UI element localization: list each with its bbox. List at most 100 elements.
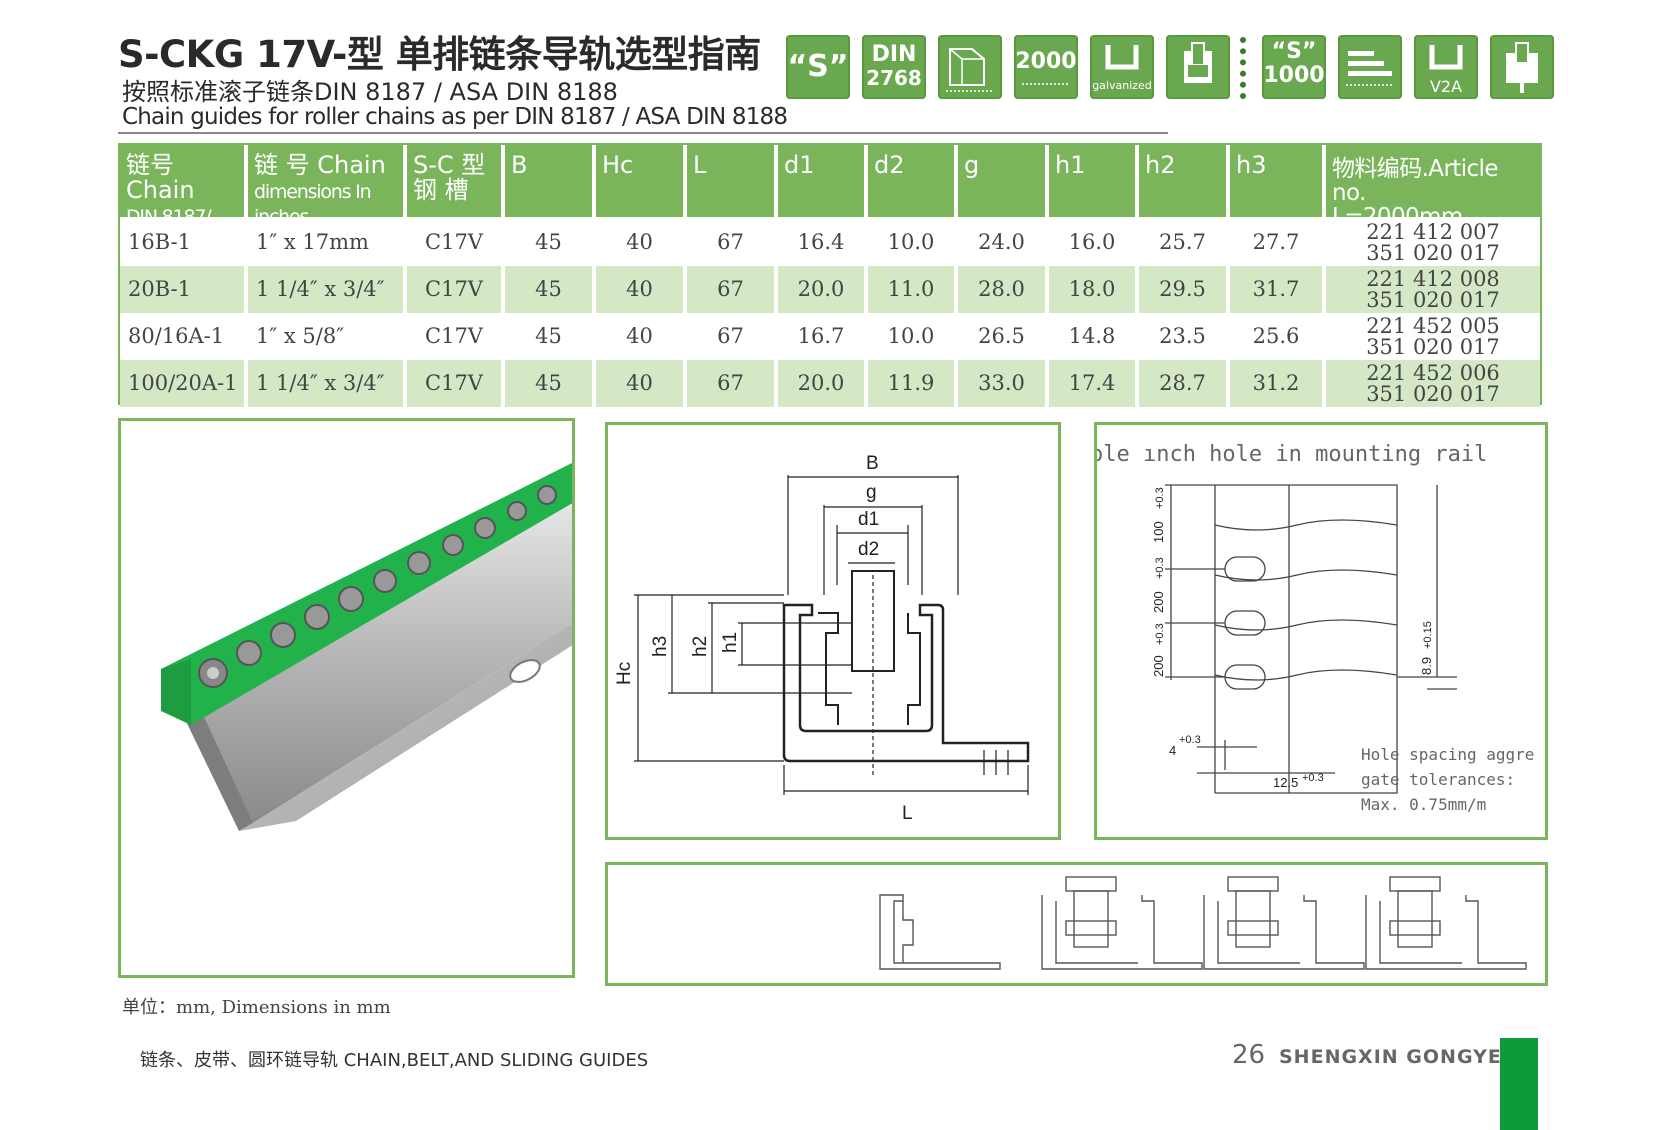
cross-section-drawing: B g d1 d2 Hc h3 h2 h1 L <box>614 453 1030 824</box>
mount-icon <box>1166 35 1230 99</box>
cell-L: 67 <box>687 266 778 313</box>
page-accent-bar <box>1500 1038 1538 1130</box>
tol-200b: +0.3 <box>1154 623 1166 645</box>
header-Hc: Hc <box>596 145 687 217</box>
cell-h1: 14.8 <box>1049 313 1139 360</box>
screw-icon <box>1490 35 1554 99</box>
cell-d2: 10.0 <box>868 313 958 360</box>
dim-200a: 200 <box>1151 591 1166 613</box>
cell-h3: 31.7 <box>1230 266 1326 313</box>
cell-chain: 16B-1 <box>120 219 248 266</box>
mounting-sequence <box>879 876 1527 970</box>
brand-name: SHENGXIN GONGYE <box>1279 1046 1502 1068</box>
unit-note: 单位：mm, Dimensions in mm <box>122 997 391 1018</box>
tol-12-5: +0.3 <box>1302 772 1324 784</box>
header-h3: h3 <box>1230 145 1326 217</box>
dim-100: 100 <box>1151 521 1166 543</box>
cell-B: 45 <box>505 360 596 407</box>
s1000-badge: “S” 1000 <box>1262 35 1326 99</box>
label-h3: h3 <box>650 636 671 657</box>
tolerance-note-3: Max. 0.75mm/m <box>1361 795 1486 814</box>
cell-L: 67 <box>687 313 778 360</box>
header-chain: 链号 ChainDIN 8187/ 8188 <box>120 145 248 217</box>
header-d2: d2 <box>868 145 958 217</box>
cell-chain: 80/16A-1 <box>120 313 248 360</box>
cell-h2: 23.5 <box>1139 313 1230 360</box>
label-Hc: Hc <box>614 662 635 685</box>
header-g: g <box>958 145 1049 217</box>
label-h2: h2 <box>690 636 711 657</box>
chain-links <box>198 485 557 688</box>
cell-B: 45 <box>505 266 596 313</box>
cell-g: 33.0 <box>958 360 1049 407</box>
header-B: B <box>505 145 596 217</box>
tolerance-note-2: gate tolerances: <box>1361 770 1515 789</box>
cell-Hc: 40 <box>596 219 687 266</box>
galvanized-badge: galvanized <box>1090 35 1154 99</box>
tol-200a: +0.3 <box>1154 557 1166 579</box>
cell-inches: 1 1/4″ x 3/4″ <box>248 360 407 407</box>
header-h1: h1 <box>1049 145 1139 217</box>
cell-type: C17V <box>407 219 505 266</box>
cell-L: 67 <box>687 219 778 266</box>
header-L: L <box>687 145 778 217</box>
cross-section-panel: B g d1 d2 Hc h3 h2 h1 L <box>605 422 1061 840</box>
table-row: 80/16A-1 1″ x 5/8″ C17V 45 40 67 16.7 10… <box>120 313 1540 360</box>
cell-L: 67 <box>687 360 778 407</box>
length-badge: 2000 <box>1014 35 1078 99</box>
dim-12-5: 12.5 <box>1273 775 1298 790</box>
cell-B: 45 <box>505 313 596 360</box>
badge-separator <box>1240 37 1252 99</box>
feature-badges: “S” DIN 2768 2000 galvanized “S” 1000 <box>786 35 1606 99</box>
tol-100: +0.3 <box>1154 487 1166 509</box>
label-h1: h1 <box>720 632 741 653</box>
cell-inches: 1″ x 5/8″ <box>248 313 407 360</box>
cell-d2: 11.9 <box>868 360 958 407</box>
cell-d1: 20.0 <box>778 360 868 407</box>
header-type: S-C 型钢 槽 <box>407 145 505 217</box>
header-article: 物料编码.Article no.L=2000mm <box>1326 145 1540 217</box>
subtitle-en: Chain guides for roller chains as per DI… <box>122 104 788 130</box>
cell-Hc: 40 <box>596 360 687 407</box>
header-d1: d1 <box>778 145 868 217</box>
profile-icon <box>938 35 1002 99</box>
cell-h3: 31.2 <box>1230 360 1326 407</box>
cell-d2: 11.0 <box>868 266 958 313</box>
cell-h3: 27.7 <box>1230 219 1326 266</box>
label-L: L <box>902 803 913 824</box>
rail-title: le hole ınch hole in mounting rail <box>1097 442 1487 467</box>
cell-chain: 100/20A-1 <box>120 360 248 407</box>
table-row: 20B-1 1 1/4″ x 3/4″ C17V 45 40 67 20.0 1… <box>120 266 1540 313</box>
cell-d1: 20.0 <box>778 266 868 313</box>
cell-type: C17V <box>407 266 505 313</box>
cell-Hc: 40 <box>596 266 687 313</box>
header-divider <box>118 132 1168 134</box>
cell-chain: 20B-1 <box>120 266 248 313</box>
label-g: g <box>866 482 877 503</box>
cell-d1: 16.7 <box>778 313 868 360</box>
mounting-sequence-panel <box>605 862 1548 986</box>
rail-icon <box>1338 35 1402 99</box>
spec-table: 链号 ChainDIN 8187/ 8188 链 号 Chaindimensio… <box>118 143 1542 407</box>
tol-8-9: +0.15 <box>1422 621 1434 649</box>
cell-g: 24.0 <box>958 219 1049 266</box>
header-h2: h2 <box>1139 145 1230 217</box>
dim-4: 4 <box>1169 743 1176 758</box>
cell-type: C17V <box>407 313 505 360</box>
rail-hole-panel: le hole ınch hole in mounting rail 100 <box>1037 422 1548 840</box>
cell-h1: 16.0 <box>1049 219 1139 266</box>
tolerance-note-1: Hole spacing aggre <box>1361 745 1534 764</box>
dim-8-9: 8.9 <box>1419 657 1434 675</box>
cell-h1: 18.0 <box>1049 266 1139 313</box>
cell-d2: 10.0 <box>868 219 958 266</box>
cell-h2: 29.5 <box>1139 266 1230 313</box>
cell-B: 45 <box>505 219 596 266</box>
din-badge: DIN 2768 <box>862 35 926 99</box>
cell-h3: 25.6 <box>1230 313 1326 360</box>
cell-inches: 1″ x 17mm <box>248 219 407 266</box>
